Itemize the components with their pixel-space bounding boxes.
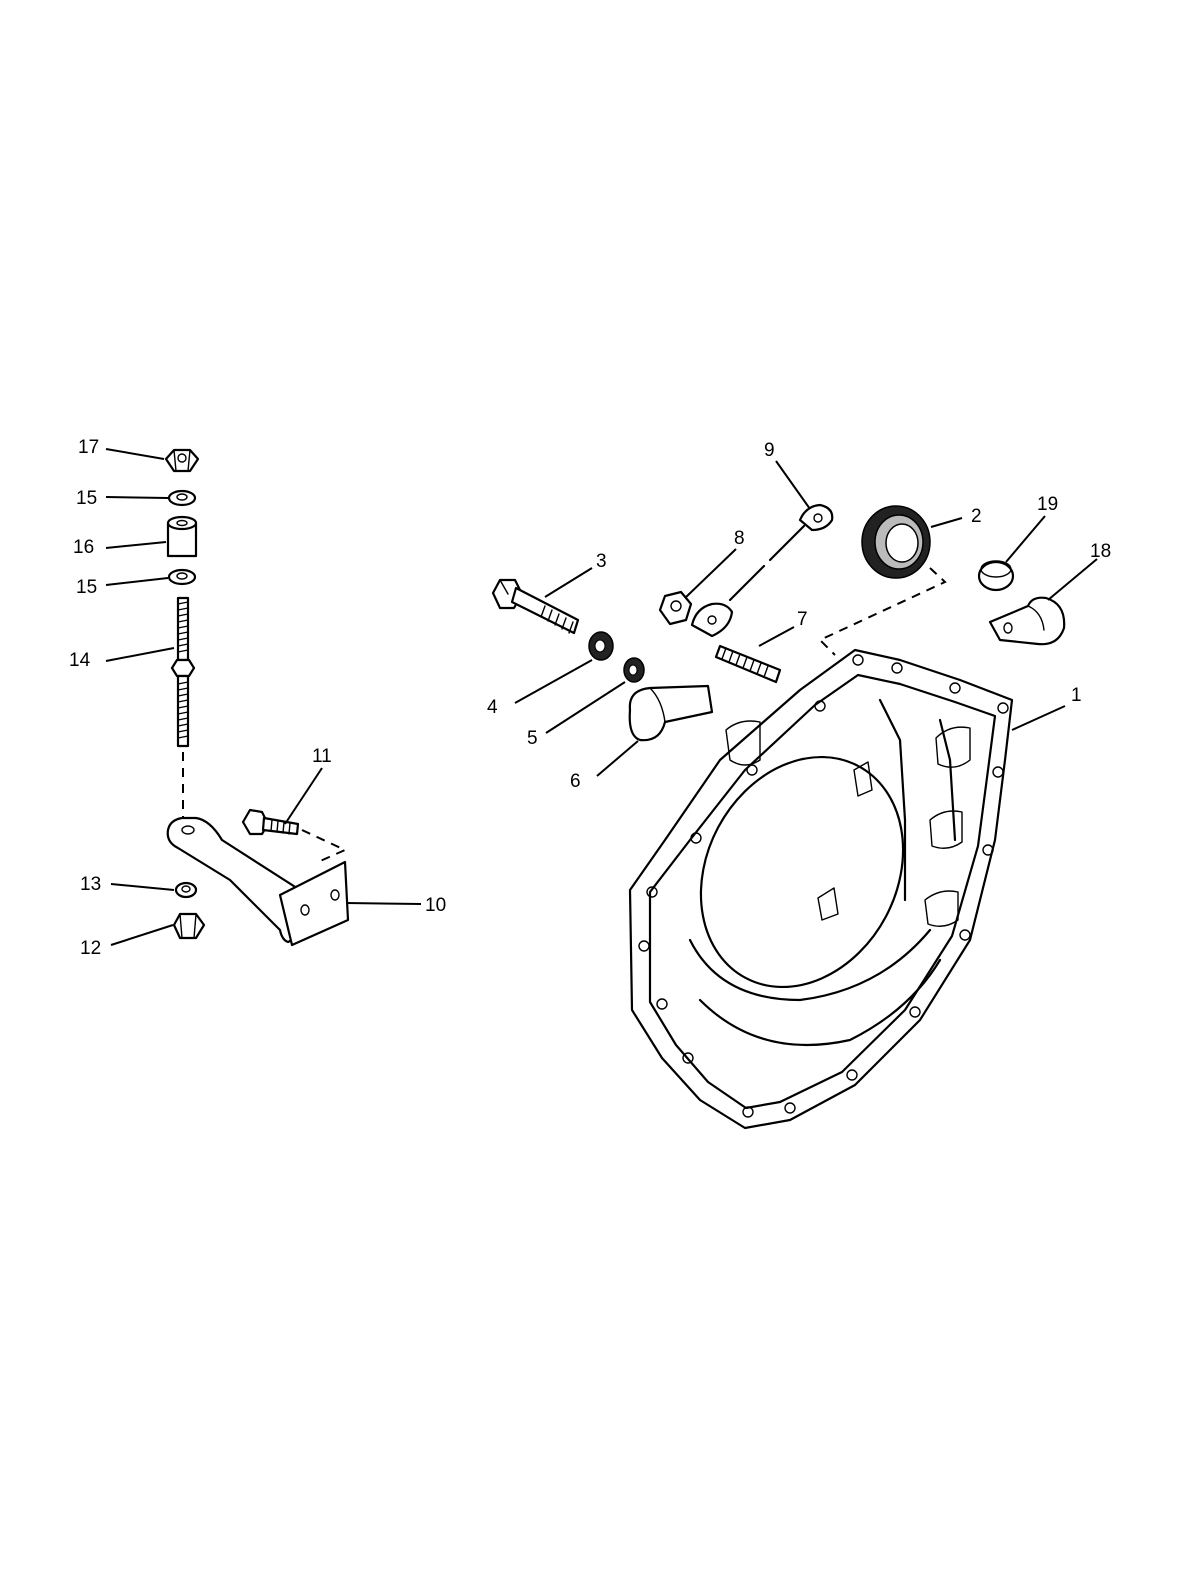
part-6-clip [628, 684, 714, 742]
part-14-stud [170, 596, 196, 748]
callout-4: 4 [487, 697, 498, 718]
part-11-bolt [241, 808, 300, 836]
callout-15-upper: 15 [76, 488, 97, 509]
part-10-bracket [166, 816, 350, 947]
callout-1: 1 [1071, 685, 1082, 706]
callout-14: 14 [69, 650, 91, 671]
part-4-washer [588, 631, 614, 661]
part-2-seal [861, 505, 931, 579]
assembly-line-seal [818, 567, 947, 656]
callout-2: 2 [971, 506, 982, 527]
part-16-spacer [166, 515, 198, 558]
part-15-washer-upper [167, 489, 197, 507]
part-15-washer-lower [167, 568, 197, 586]
part-12-nut [172, 912, 206, 940]
callout-13: 13 [80, 874, 101, 895]
callout-18: 18 [1090, 541, 1111, 562]
callout-17: 17 [78, 437, 99, 458]
callout-16: 16 [73, 537, 94, 558]
part-18-clip [988, 596, 1066, 646]
part-3-bolt [491, 578, 580, 635]
callout-9: 9 [764, 440, 775, 461]
callout-3: 3 [596, 551, 607, 572]
callout-5: 5 [527, 728, 538, 749]
part-1-flywheel-housing [628, 648, 1014, 1130]
part-5-washer [623, 657, 645, 683]
part-7-stud [714, 644, 782, 684]
callout-10: 10 [425, 895, 446, 916]
callout-19: 19 [1037, 494, 1058, 515]
callout-15-lower: 15 [76, 577, 97, 598]
callout-11: 11 [312, 746, 332, 767]
part-13-washer [174, 881, 198, 899]
callout-7: 7 [797, 609, 808, 630]
part-8-nut [658, 590, 693, 626]
part-19-plug [977, 560, 1015, 592]
callout-12: 12 [80, 938, 101, 959]
part-9-ground-strap [690, 503, 834, 638]
assembly-line-bolt-11 [301, 829, 348, 863]
part-17-nut [164, 448, 200, 473]
callout-6: 6 [570, 771, 581, 792]
callout-8: 8 [734, 528, 745, 549]
